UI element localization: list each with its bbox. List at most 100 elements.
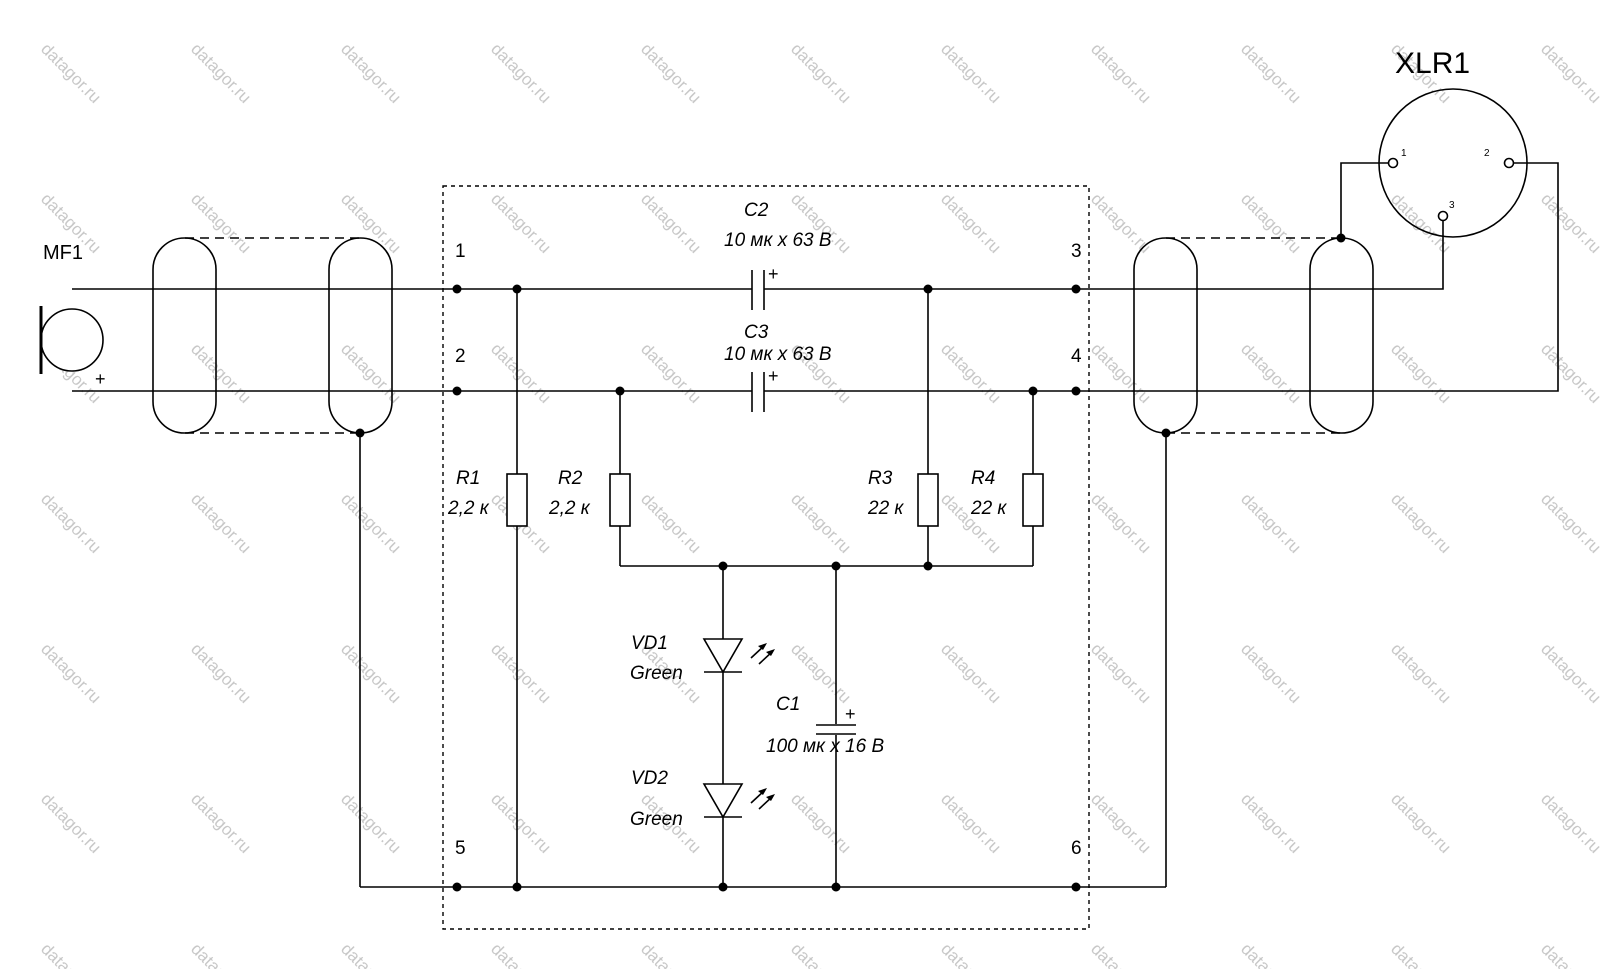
watermark-text: datagor.ru [937, 639, 1005, 707]
r1-label: R1 [456, 468, 480, 489]
watermark-text: datagor.ru [787, 789, 855, 857]
vd2-color: Green [630, 809, 683, 830]
resistor-r1: R1 2,2 к [447, 468, 528, 527]
c1-value: 100 мк х 16 В [766, 736, 884, 757]
capacitor-c1: + C1 100 мк х 16 В [766, 694, 884, 757]
c3-polarity: + [768, 366, 779, 386]
mf1-polarity: + [95, 369, 106, 389]
watermark-text: datagor.ru [1237, 639, 1305, 707]
node-1-label: 1 [455, 241, 466, 262]
watermark-text: datagor.ru [37, 39, 105, 107]
r2-value: 2,2 к [548, 498, 591, 519]
watermark-text: datagor.ru [1237, 789, 1305, 857]
watermark-text: datagor.ru [487, 789, 555, 857]
resistor-r2: R2 2,2 к [548, 468, 631, 527]
node-2-label: 2 [455, 346, 466, 367]
watermark-text: datagor.ru [187, 39, 255, 107]
r3-label: R3 [868, 468, 893, 489]
cable-shield-left [152, 237, 393, 434]
xlr1-connector: XLR1 1 2 3 [1378, 47, 1528, 238]
watermark-text: datagor.ru [187, 639, 255, 707]
light-emission-icon [750, 788, 775, 810]
c3-label: C3 [744, 322, 769, 343]
watermark-text: datagor.ru [937, 39, 1005, 107]
watermark-text: datagor.ru [937, 789, 1005, 857]
watermark-text: datagor.ru [1087, 339, 1155, 407]
watermark-text: datagor.ru [1237, 189, 1305, 257]
watermark-text: datagor.ru [187, 489, 255, 557]
watermark-text: datagor.ru [337, 789, 405, 857]
microphone-mf1: MF1 + [39, 242, 106, 389]
watermark-text: datagor.ru [937, 189, 1005, 257]
watermark-text: datagor.ru [1387, 789, 1455, 857]
watermark-text: datagor.ru [37, 639, 105, 707]
watermark-text: datagor.ru [487, 339, 555, 407]
watermark-text: datagor.ru [637, 189, 705, 257]
cable-shield-right [1133, 237, 1374, 434]
watermark-text: datagor.ru [637, 339, 705, 407]
watermark-text: datagor.ru [37, 489, 105, 557]
watermark-text: datagor.ru [1387, 189, 1455, 257]
watermark-text: datagor.ru [487, 189, 555, 257]
watermark-text: datagor.ru [637, 489, 705, 557]
resistor-r3: R3 22 к [867, 468, 939, 527]
c1-polarity: + [845, 704, 856, 724]
watermark-text: datagor.ru [937, 339, 1005, 407]
r4-value: 22 к [970, 498, 1007, 519]
watermark-text: datagor.ru [37, 789, 105, 857]
module-boundary [442, 185, 1090, 930]
watermark-text: datagor.ru [1087, 939, 1155, 969]
watermark-text: datagor.ru [1087, 489, 1155, 557]
r4-label: R4 [971, 468, 995, 489]
xlr-pin-2 [1503, 157, 1515, 169]
watermark-text: datagor.ru [1237, 939, 1305, 969]
watermark-text: datagor.ru [787, 39, 855, 107]
node-3-label: 3 [1071, 241, 1082, 262]
c1-label: C1 [776, 694, 800, 715]
led-vd2: VD2 Green [630, 768, 775, 830]
watermark-text: datagor.ru [1087, 639, 1155, 707]
watermark-text: datagor.ru [37, 939, 105, 969]
watermark-text: datagor.ru [1387, 939, 1455, 969]
watermark-text: datagor.ru [1537, 789, 1600, 857]
c3-value: 10 мк х 63 В [724, 344, 832, 365]
watermark-text: datagor.ru [487, 39, 555, 107]
xlr-pin-1 [1387, 157, 1399, 169]
led-vd1: VD1 Green [630, 633, 775, 684]
watermark-text: datagor.ru [1237, 339, 1305, 407]
watermark-text: datagor.ru [187, 939, 255, 969]
watermark-text: datagor.ru [1387, 639, 1455, 707]
watermark-text: datagor.ru [487, 639, 555, 707]
watermark-text: datagor.ru [637, 39, 705, 107]
c2-label: C2 [744, 200, 769, 221]
watermark-text: datagor.ru [337, 189, 405, 257]
watermark-text: datagor.ru [1087, 789, 1155, 857]
watermark-text: datagor.ru [187, 189, 255, 257]
watermark-layer: datagor.ru datagor.ru datagor.ru datagor.ru… [37, 39, 1600, 969]
xlr-pin-3-label: 3 [1449, 200, 1455, 211]
watermark-text: datagor.ru [1387, 339, 1455, 407]
r1-value: 2,2 к [447, 498, 490, 519]
watermark-text: datagor.ru [337, 489, 405, 557]
watermark-text: datagor.ru [187, 339, 255, 407]
watermark-text: datagor.ru [1537, 489, 1600, 557]
xlr1-label: XLR1 [1395, 47, 1470, 80]
wires [72, 162, 1559, 888]
watermark-text: datagor.ru [1537, 39, 1600, 107]
watermark-text: datagor.ru [1237, 39, 1305, 107]
watermark-text: datagor.ru [787, 939, 855, 969]
watermark-text: datagor.ru [937, 939, 1005, 969]
watermark-text: datagor.ru [1387, 489, 1455, 557]
watermark-text: datagor.ru [1537, 189, 1600, 257]
watermark-text: datagor.ru [1537, 939, 1600, 969]
node-5-label: 5 [455, 838, 466, 859]
vd1-label: VD1 [631, 633, 668, 654]
junctions [355, 233, 1346, 892]
xlr-pin-3 [1437, 210, 1449, 222]
watermark-text: datagor.ru [1537, 639, 1600, 707]
watermark-text: datagor.ru [187, 789, 255, 857]
c2-value: 10 мк х 63 В [724, 230, 832, 251]
c2-polarity: + [768, 264, 779, 284]
watermark-text: datagor.ru [787, 489, 855, 557]
